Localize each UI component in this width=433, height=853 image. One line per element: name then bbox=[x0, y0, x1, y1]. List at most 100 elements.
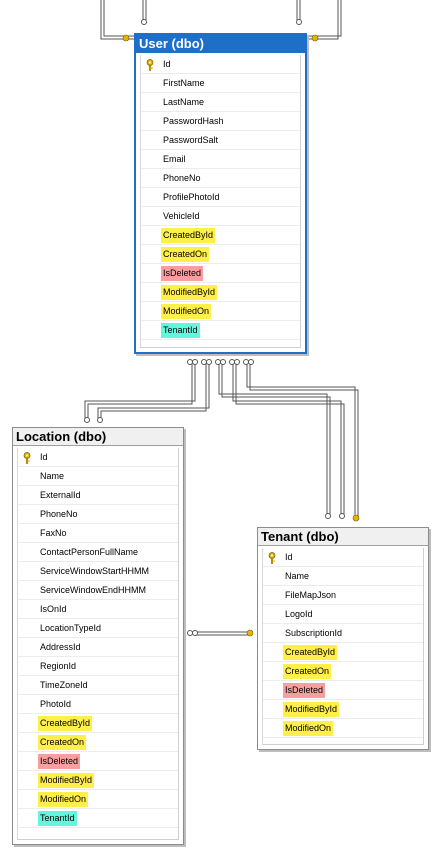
column-name: CreatedOn bbox=[161, 247, 210, 262]
column-row[interactable]: Email bbox=[141, 150, 300, 169]
column-name: CreatedOn bbox=[283, 664, 332, 679]
column-name: Id bbox=[163, 59, 171, 69]
column-row[interactable]: CreatedOn bbox=[263, 662, 423, 681]
column-row[interactable]: PhoneNo bbox=[141, 169, 300, 188]
column-name: LogoId bbox=[285, 609, 313, 619]
column-row[interactable]: ModifiedById bbox=[141, 283, 300, 302]
column-name: PasswordSalt bbox=[163, 135, 219, 145]
column-name: ModifiedById bbox=[38, 773, 95, 788]
column-row[interactable]: FileMapJson bbox=[263, 586, 423, 605]
table-title: Location (dbo) bbox=[13, 428, 183, 446]
column-row[interactable]: ModifiedById bbox=[263, 700, 423, 719]
column-name: ContactPersonFullName bbox=[40, 547, 139, 557]
column-row[interactable]: PhoneNo bbox=[18, 505, 178, 524]
column-row[interactable]: RegionId bbox=[18, 657, 178, 676]
column-row[interactable]: Id bbox=[18, 448, 178, 467]
column-name: ServiceWindowStartHHMM bbox=[40, 566, 150, 576]
key-icon bbox=[22, 451, 32, 464]
rel-user-location-2 bbox=[100, 362, 207, 422]
column-row[interactable]: CreatedById bbox=[141, 226, 300, 245]
column-name: ModifiedOn bbox=[38, 792, 89, 807]
rel-user-location-1 bbox=[87, 362, 193, 422]
column-row[interactable]: ServiceWindowStartHHMM bbox=[18, 562, 178, 581]
column-row[interactable]: ProfilePhotoId bbox=[141, 188, 300, 207]
column-row[interactable]: CreatedById bbox=[18, 714, 178, 733]
column-row[interactable]: LocationTypeId bbox=[18, 619, 178, 638]
column-name: ModifiedOn bbox=[283, 721, 334, 736]
column-name: CreatedById bbox=[38, 716, 93, 731]
column-row[interactable]: VehicleId bbox=[141, 207, 300, 226]
column-row[interactable]: FirstName bbox=[141, 74, 300, 93]
column-row[interactable]: IsOnId bbox=[18, 600, 178, 619]
column-row[interactable]: LastName bbox=[141, 93, 300, 112]
column-row[interactable]: ModifiedById bbox=[18, 771, 178, 790]
column-name: Id bbox=[285, 552, 293, 562]
column-row[interactable]: ModifiedOn bbox=[141, 302, 300, 321]
column-row[interactable]: LogoId bbox=[263, 605, 423, 624]
column-name: PhoneNo bbox=[40, 509, 78, 519]
column-row[interactable]: CreatedOn bbox=[18, 733, 178, 752]
column-row[interactable]: ServiceWindowEndHHMM bbox=[18, 581, 178, 600]
column-name: ModifiedById bbox=[283, 702, 340, 717]
column-row[interactable]: IsDeleted bbox=[18, 752, 178, 771]
column-row[interactable]: ModifiedOn bbox=[263, 719, 423, 738]
column-name: Id bbox=[40, 452, 48, 462]
column-name: FileMapJson bbox=[285, 590, 337, 600]
column-row[interactable]: PasswordHash bbox=[141, 112, 300, 131]
column-row[interactable]: TimeZoneId bbox=[18, 676, 178, 695]
column-name: IsDeleted bbox=[161, 266, 204, 281]
column-name: ModifiedById bbox=[161, 285, 218, 300]
column-name: LocationTypeId bbox=[40, 623, 102, 633]
column-row[interactable]: Id bbox=[141, 55, 300, 74]
column-name: SubscriptionId bbox=[285, 628, 343, 638]
column-name: TimeZoneId bbox=[40, 680, 88, 690]
column-name: RegionId bbox=[40, 661, 77, 671]
column-row[interactable]: SubscriptionId bbox=[263, 624, 423, 643]
column-row[interactable]: FaxNo bbox=[18, 524, 178, 543]
column-row[interactable]: ExternalId bbox=[18, 486, 178, 505]
column-name: PasswordHash bbox=[163, 116, 224, 126]
key-icon bbox=[145, 58, 155, 71]
column-row[interactable]: ContactPersonFullName bbox=[18, 543, 178, 562]
column-name: ModifiedOn bbox=[161, 304, 212, 319]
column-name: Name bbox=[40, 471, 65, 481]
table-title: Tenant (dbo) bbox=[258, 528, 428, 546]
column-row[interactable]: TenantId bbox=[18, 809, 178, 828]
rel-user-tenant-3 bbox=[246, 362, 356, 516]
column-row[interactable]: AddressId bbox=[18, 638, 178, 657]
column-name: AddressId bbox=[40, 642, 81, 652]
column-name: TenantId bbox=[161, 323, 200, 338]
column-name: CreatedById bbox=[283, 645, 338, 660]
rel-user-tenant-2 bbox=[232, 362, 342, 516]
column-row[interactable]: PhotoId bbox=[18, 695, 178, 714]
column-row[interactable]: CreatedById bbox=[263, 643, 423, 662]
column-row[interactable]: PasswordSalt bbox=[141, 131, 300, 150]
column-name: FaxNo bbox=[40, 528, 67, 538]
column-row[interactable]: CreatedOn bbox=[141, 245, 300, 264]
column-name: LastName bbox=[163, 97, 205, 107]
table-title: User (dbo) bbox=[136, 35, 305, 53]
column-row[interactable]: Name bbox=[18, 467, 178, 486]
column-name: VehicleId bbox=[163, 211, 200, 221]
column-row[interactable]: ModifiedOn bbox=[18, 790, 178, 809]
column-row[interactable]: Id bbox=[263, 548, 423, 567]
column-row[interactable]: IsDeleted bbox=[263, 681, 423, 700]
column-name: PhotoId bbox=[40, 699, 72, 709]
column-name: TenantId bbox=[38, 811, 77, 826]
column-row[interactable]: TenantId bbox=[141, 321, 300, 340]
column-name: CreatedOn bbox=[38, 735, 87, 750]
column-name: ExternalId bbox=[40, 490, 81, 500]
column-row[interactable]: IsDeleted bbox=[141, 264, 300, 283]
column-name: FirstName bbox=[163, 78, 205, 88]
column-row[interactable]: Name bbox=[263, 567, 423, 586]
column-name: IsDeleted bbox=[283, 683, 326, 698]
column-name: IsOnId bbox=[40, 604, 67, 614]
column-name: IsDeleted bbox=[38, 754, 81, 769]
